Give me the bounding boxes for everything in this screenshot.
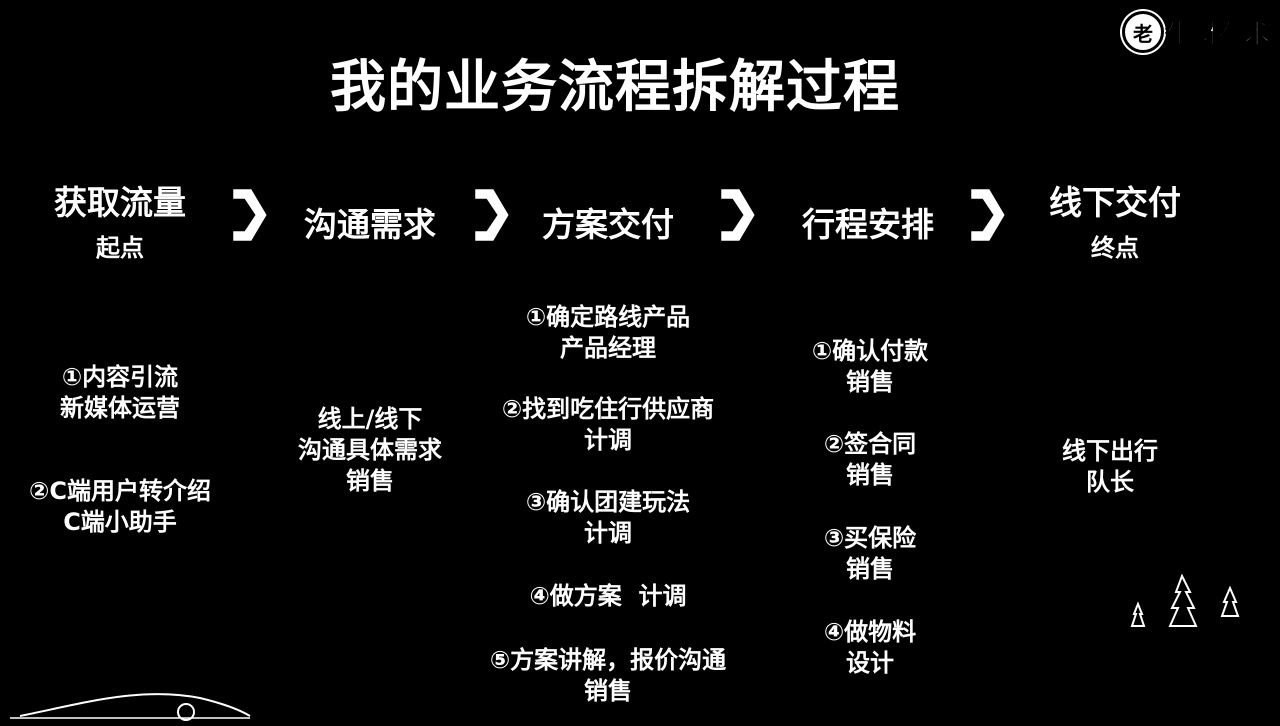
solution-item-2: ②找到吃住行供应商 计调: [478, 394, 738, 456]
logo-text: 生财有术: [1165, 19, 1270, 50]
chevron-right-icon: [718, 186, 758, 244]
traffic-item-1-line1: ①内容引流: [61, 362, 179, 391]
schedule-item-1-line2: 销售: [845, 367, 894, 396]
traffic-item-1-line2: 新媒体运营: [59, 393, 180, 422]
chevron-right-icon: [472, 186, 512, 244]
stage-4-title: 行程安排: [801, 204, 934, 244]
schedule-item-4: ④做物料 设计: [770, 617, 970, 679]
solution-item-1: ①确定路线产品 产品经理: [488, 302, 728, 364]
schedule-item-4-line1: ④做物料: [823, 617, 917, 646]
communicate-item-1: 线上/线下 沟通具体需求 销售: [270, 404, 470, 497]
traffic-item-2: ②C端用户转介绍 C端小助手: [10, 476, 230, 538]
solution-item-4-line1: ④做方案 计调: [529, 581, 687, 610]
schedule-item-2: ②签合同 销售: [770, 429, 970, 491]
solution-item-3: ③确认团建玩法 计调: [488, 487, 728, 549]
solution-item-5-line2: 销售: [583, 676, 632, 705]
stage-2-title: 沟通需求: [303, 204, 436, 244]
stage-1-title: 获取流量: [53, 182, 186, 222]
offline-item-1-line2: 队长: [1085, 467, 1134, 496]
stage-1-sub: 起点: [95, 233, 144, 262]
solution-item-1-line1: ①确定路线产品: [525, 302, 691, 331]
schedule-item-3: ③买保险 销售: [770, 523, 970, 585]
schedule-item-3-line2: 销售: [845, 554, 894, 583]
schedule-item-1: ①确认付款 销售: [770, 336, 970, 398]
chevron-right-icon: [968, 186, 1008, 244]
traffic-item-1: ①内容引流 新媒体运营: [20, 362, 220, 424]
schedule-item-2-line1: ②签合同: [823, 429, 917, 458]
stage-5-title: 线下交付: [1048, 182, 1181, 222]
solution-item-5: ⑤方案讲解，报价沟通 销售: [468, 645, 748, 707]
schedule-item-4-line2: 设计: [845, 648, 894, 677]
communicate-item-1-line2: 沟通具体需求: [297, 435, 442, 464]
page-title: 我的业务流程拆解过程: [329, 54, 900, 120]
chevron-right-icon: [230, 186, 270, 244]
logo-badge: 老: [1121, 11, 1164, 53]
schedule-item-2-line2: 销售: [845, 460, 894, 489]
communicate-item-1-line3: 销售: [345, 466, 394, 495]
solution-item-3-line2: 计调: [583, 518, 632, 547]
solution-item-4: ④做方案 计调: [488, 581, 728, 612]
solution-item-3-line1: ③确认团建玩法: [525, 487, 691, 516]
offline-item-1-line1: 线下出行: [1061, 436, 1158, 465]
solution-item-5-line1: ⑤方案讲解，报价沟通: [489, 645, 727, 674]
bottom-right-tree-decoration: [1130, 573, 1240, 627]
solution-item-2-line1: ②找到吃住行供应商: [501, 394, 715, 423]
schedule-item-1-line1: ①确认付款: [811, 336, 929, 365]
schedule-item-3-line1: ③买保险: [823, 523, 917, 552]
traffic-item-2-line2: C端小助手: [63, 507, 178, 536]
communicate-item-1-line1: 线上/线下: [317, 404, 423, 433]
stage-5-sub: 终点: [1090, 233, 1139, 262]
solution-item-1-line2: 产品经理: [559, 333, 656, 362]
brand-logo: 老 生财有术: [1121, 11, 1271, 53]
bottom-left-wave-decoration: [10, 693, 251, 721]
stage-3-title: 方案交付: [541, 204, 674, 244]
solution-item-2-line2: 计调: [583, 425, 632, 454]
traffic-item-2-line1: ②C端用户转介绍: [28, 476, 211, 505]
offline-item-1: 线下出行 队长: [1010, 436, 1210, 498]
